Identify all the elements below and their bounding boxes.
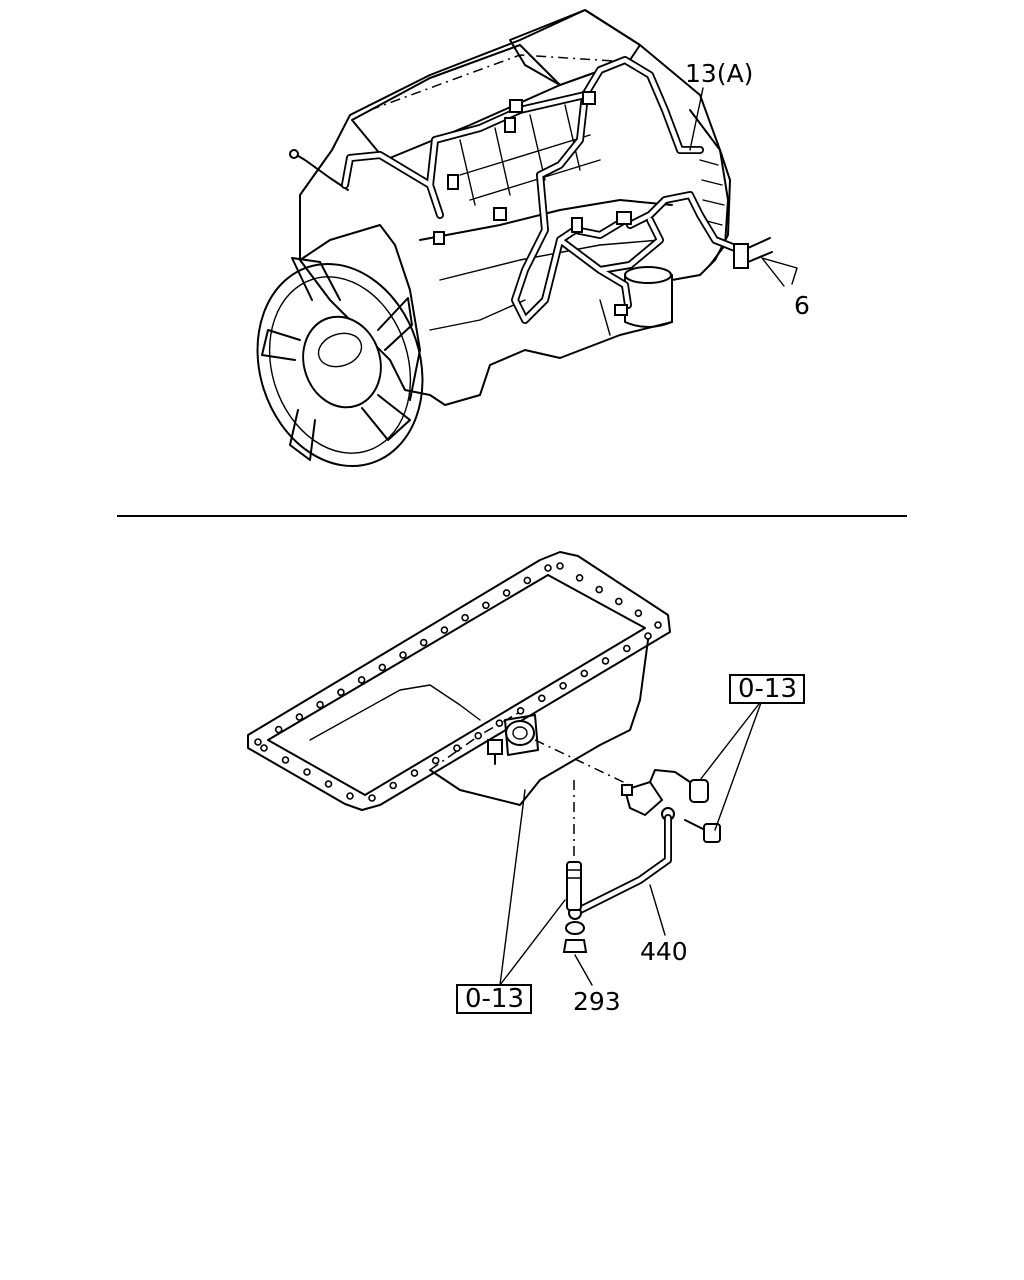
bolt-hole: [595, 585, 604, 594]
bolt-hole: [634, 609, 643, 618]
leader-harness: [689, 87, 704, 151]
fan-blades: [261, 257, 413, 461]
bolt-hole: [316, 700, 324, 709]
bolt-hole: [482, 601, 490, 610]
housing-ribs: [699, 159, 725, 226]
head-dashed-line: [369, 54, 631, 111]
bolt-hole: [537, 694, 546, 703]
oil-pan-flange: [247, 551, 671, 811]
drain-plug: [487, 739, 503, 765]
bolt-hole: [431, 756, 440, 765]
bolt-hole: [516, 706, 525, 715]
ref-box-right: 0-13: [729, 674, 805, 704]
bolt-hole: [644, 632, 652, 640]
oil-pan-sump: [429, 639, 649, 806]
wiring-harness: [341, 56, 744, 324]
leader-ref-left: [499, 789, 566, 986]
fan-hub-center: [317, 332, 363, 368]
engine-assembly-view: 13(A) 6: [256, 9, 810, 468]
callout-harness: 13(A): [685, 59, 753, 88]
bolt-hole: [559, 681, 567, 690]
bolt-hole: [622, 644, 631, 653]
harness-connectors: [433, 91, 632, 316]
cooling-fan: [256, 257, 424, 468]
ground-wire: [294, 153, 349, 191]
drain-stud: [566, 861, 582, 911]
bolt-hole: [523, 576, 532, 585]
intake-runners: [459, 104, 601, 206]
bolt-hole: [389, 781, 398, 790]
ref-box-left: 0-13: [456, 984, 532, 1014]
svg-text:0-13: 0-13: [738, 674, 797, 704]
bolt-hole: [368, 794, 376, 802]
bolt-hole: [337, 688, 345, 697]
bolt-hole: [575, 573, 584, 582]
oil-level-sensor: [621, 769, 709, 817]
bolt-hole: [346, 792, 354, 800]
bolt-hole: [495, 719, 504, 728]
bolt-hole: [254, 738, 262, 746]
sensor-cable-inner: [577, 815, 671, 913]
bolt-hole: [281, 756, 290, 764]
sensor-boss: [504, 714, 539, 756]
bolt-hole: [580, 669, 589, 678]
bolt-hole: [399, 651, 407, 659]
sump-inner-edge: [309, 684, 481, 741]
ground-terminal: [289, 149, 299, 159]
bolt-hole: [544, 564, 552, 572]
bolt-hole: [601, 657, 610, 665]
leader-ref-right: [699, 699, 763, 831]
flywheel-housing: [689, 109, 729, 266]
harness-clip: [733, 237, 773, 269]
fan-shroud: [299, 224, 421, 401]
callout-nut: 293: [573, 987, 621, 1016]
bolt-hole: [440, 626, 449, 634]
bolt-hole: [303, 768, 311, 776]
oil-pan-flange-inner: [267, 574, 646, 796]
bolt-hole: [419, 638, 428, 647]
bolt-hole: [274, 725, 283, 734]
callout-clip: 6: [794, 291, 810, 320]
leader-cable: [649, 884, 666, 936]
oil-pan-view: 0-13 0-13 440 293: [247, 551, 805, 1016]
bolt-hole: [357, 676, 366, 684]
bolt-hole: [324, 780, 333, 788]
bolt-hole: [295, 713, 304, 721]
nut-293: [562, 921, 588, 953]
rocker-cover: [351, 44, 561, 161]
bolt-hole: [556, 562, 564, 570]
sensor-axis-line: [534, 739, 641, 791]
leader-clip: [761, 257, 798, 287]
cylinder-head-top: [509, 9, 641, 86]
bolt-hole: [378, 663, 387, 672]
bolt-hole: [474, 731, 483, 740]
callout-cable: 440: [640, 937, 688, 966]
block-lower-edge: [419, 199, 673, 241]
flange-bolt-holes: [254, 562, 662, 802]
bolt-hole: [502, 589, 511, 597]
fan-hub: [302, 315, 382, 409]
bolt-hole: [260, 744, 268, 752]
sensor-bolt: [684, 819, 721, 843]
oil-filter: [624, 266, 673, 328]
bolt-hole: [654, 621, 662, 629]
bolt-hole: [614, 597, 623, 606]
bolt-hole: [461, 613, 469, 622]
leader-nut: [574, 954, 593, 986]
bolt-hole: [453, 744, 461, 753]
sensor-cable: [576, 814, 672, 914]
svg-text:0-13: 0-13: [465, 984, 524, 1014]
bolt-hole: [410, 769, 419, 777]
